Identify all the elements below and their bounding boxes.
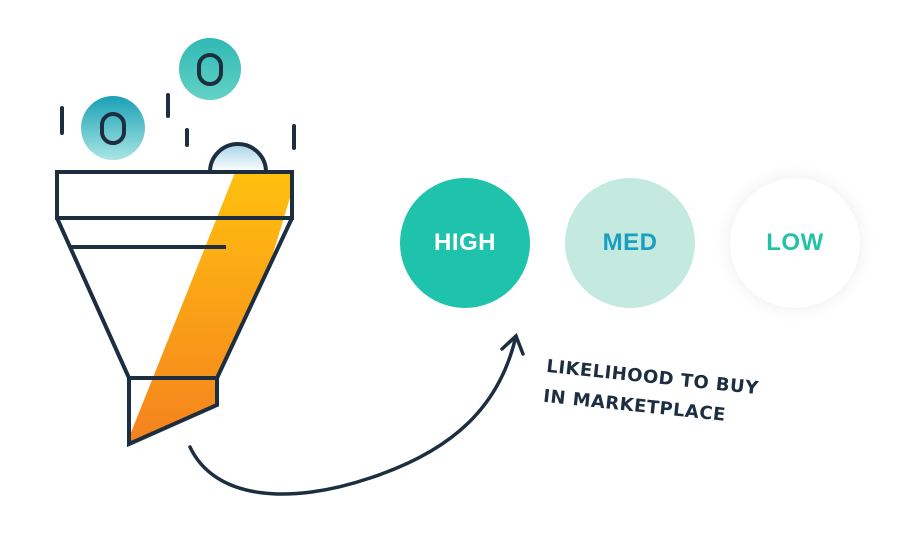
rating-med-badge: MED: [565, 178, 695, 308]
coin-icon: [179, 38, 241, 100]
motion-lines: [60, 93, 296, 150]
funnel-icon: [55, 170, 294, 448]
coin-icon: [81, 96, 145, 160]
rating-med-label: MED: [602, 229, 658, 256]
rating-low-label: LOW: [766, 229, 824, 256]
coin-icon: [207, 142, 269, 174]
rating-low-badge: LOW: [730, 178, 860, 308]
curved-arrow-icon: [188, 332, 525, 496]
rating-high-label: HIGH: [434, 229, 496, 256]
rating-high-badge: HIGH: [400, 178, 530, 308]
